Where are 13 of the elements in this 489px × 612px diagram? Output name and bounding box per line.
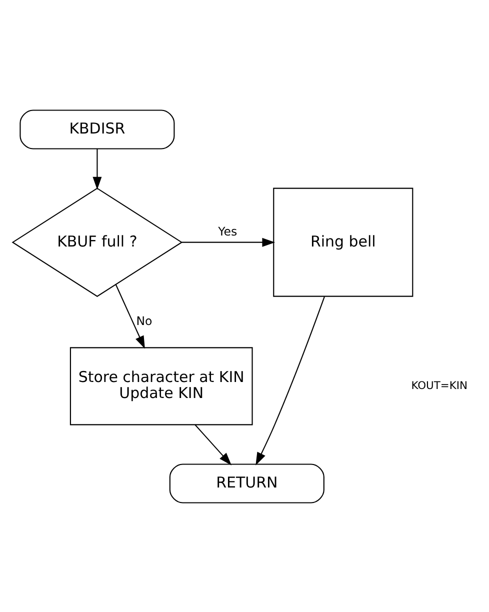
arrow bbox=[115, 284, 145, 348]
node-box: Store character at KIN Update KIN bbox=[70, 346, 253, 425]
node-box: RETURN bbox=[169, 463, 324, 503]
arrow bbox=[92, 148, 102, 190]
arrow bbox=[182, 237, 276, 246]
arrow bbox=[256, 296, 325, 465]
arrow bbox=[194, 424, 232, 465]
label: KOUT=KIN bbox=[411, 378, 468, 392]
node-box: KBDISR bbox=[20, 109, 175, 149]
node-box: Ring bell bbox=[273, 187, 414, 296]
edge-label: No bbox=[136, 314, 152, 328]
node-diamond: KBUF full ? bbox=[12, 187, 183, 296]
edge-label: Yes bbox=[218, 224, 238, 238]
